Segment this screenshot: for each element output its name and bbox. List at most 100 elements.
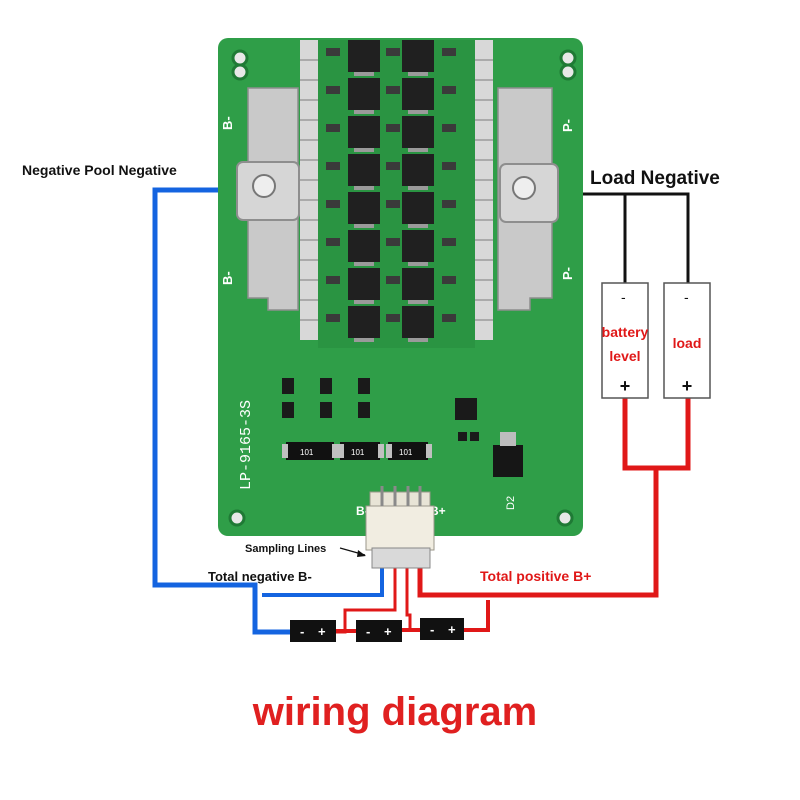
mosfet-tab (354, 110, 374, 114)
load-negative-label: Load Negative (590, 168, 720, 189)
mosfet-chip (348, 78, 380, 110)
mosfet-chip (402, 154, 434, 186)
smd-part (442, 162, 456, 170)
red-wire-battery-plus (622, 398, 691, 471)
mosfet-chip (348, 268, 380, 300)
mosfet-tab (408, 186, 428, 190)
mosfet-tab (354, 72, 374, 76)
cell-1 (290, 620, 336, 642)
cell-1-plus: + (318, 624, 326, 639)
battery-minus-symbol: - (621, 289, 626, 305)
battery-name-line2: level (609, 348, 640, 364)
battery-name-line1: battery (602, 324, 649, 340)
cell-2-plus: + (384, 624, 392, 639)
smd-part (442, 86, 456, 94)
smd-part (386, 200, 400, 208)
mosfet-chip (402, 230, 434, 262)
mosfet-tab (408, 300, 428, 304)
smd-part (386, 124, 400, 132)
terminal-bolt-right-icon (512, 176, 536, 200)
mosfet-tab (408, 262, 428, 266)
cell-1-minus: - (300, 624, 304, 639)
red-wire-total-positive (417, 468, 659, 598)
resistor-code-2: 101 (351, 448, 365, 457)
mosfet-tab (408, 338, 428, 342)
smd-part (326, 314, 340, 322)
total-negative-label: Total negative B- (208, 569, 312, 584)
resistors (282, 442, 432, 460)
battery-level-box (601, 282, 649, 399)
heatsink-left (300, 40, 318, 340)
smd-part (442, 314, 456, 322)
smd-part (442, 124, 456, 132)
mosfet-tab (408, 72, 428, 76)
smd-part (326, 86, 340, 94)
cell-2-minus: - (366, 624, 370, 639)
mosfet-chip (348, 306, 380, 338)
blue-wire-sampling-negative (262, 568, 384, 597)
mosfet-chip (402, 116, 434, 148)
smd-part (386, 238, 400, 246)
smd-part (386, 276, 400, 284)
mosfet-tab (408, 110, 428, 114)
mosfet-chip (402, 268, 434, 300)
cell-3-plus: + (448, 622, 456, 637)
load-minus-symbol: - (684, 289, 689, 305)
terminal-label-right-top: P- (560, 119, 575, 132)
red-wire-cell3-plus (460, 600, 490, 632)
mosfet-chip (348, 192, 380, 224)
smd-part (386, 86, 400, 94)
mosfet-tab (408, 224, 428, 228)
terminal-label-right-bottom: P- (560, 267, 575, 280)
mosfet-tab (354, 338, 374, 342)
smd-part (326, 276, 340, 284)
busbar-right (497, 87, 559, 311)
mosfet-tab (354, 186, 374, 190)
negative-pool-label: Negative Pool Negative (22, 162, 177, 178)
mosfet-chip (348, 154, 380, 186)
sampling-connector (365, 486, 435, 569)
cell-2 (356, 620, 402, 642)
sampling-lines-label: Sampling Lines (245, 543, 326, 555)
resistor-code-3: 101 (399, 448, 413, 457)
blue-wire-negative-pool (152, 187, 292, 635)
smd-part (326, 200, 340, 208)
mosfet-chip (348, 230, 380, 262)
load-plus-symbol: + (682, 376, 693, 396)
mosfet-chip (348, 40, 380, 72)
mosfet-chip (402, 40, 434, 72)
board-model-label: LP-9165-3S (238, 400, 255, 490)
diagram-title: wiring diagram (252, 690, 538, 734)
mosfet-tab (354, 300, 374, 304)
smd-part (386, 48, 400, 56)
load-box (663, 282, 711, 399)
smd-part (326, 162, 340, 170)
diode (493, 432, 523, 477)
diode-label: D2 (505, 496, 517, 510)
total-positive-label: Total positive B+ (480, 568, 591, 584)
mosfet-tab (354, 224, 374, 228)
mosfet-tab (354, 262, 374, 266)
smd-part (386, 162, 400, 170)
mosfet-tab (354, 148, 374, 152)
mosfet-tab (408, 148, 428, 152)
terminal-label-left-top: B- (220, 116, 235, 130)
cell-3-minus: - (430, 622, 434, 637)
sampling-arrow-head-icon (357, 550, 366, 557)
smd-part (442, 200, 456, 208)
smd-part (442, 276, 456, 284)
smd-part (442, 48, 456, 56)
battery-plus-symbol: + (620, 376, 631, 396)
mosfet-chip (402, 192, 434, 224)
mosfet-chip (402, 306, 434, 338)
smd-part (442, 238, 456, 246)
smd-part (326, 238, 340, 246)
black-wire-load-negative (545, 192, 690, 283)
load-name: load (673, 335, 702, 351)
resistor-code-1: 101 (300, 448, 314, 457)
mosfet-chip (348, 116, 380, 148)
mounting-holes (228, 49, 577, 527)
smd-components (282, 378, 479, 441)
smd-part (326, 124, 340, 132)
mosfet-chip (402, 78, 434, 110)
